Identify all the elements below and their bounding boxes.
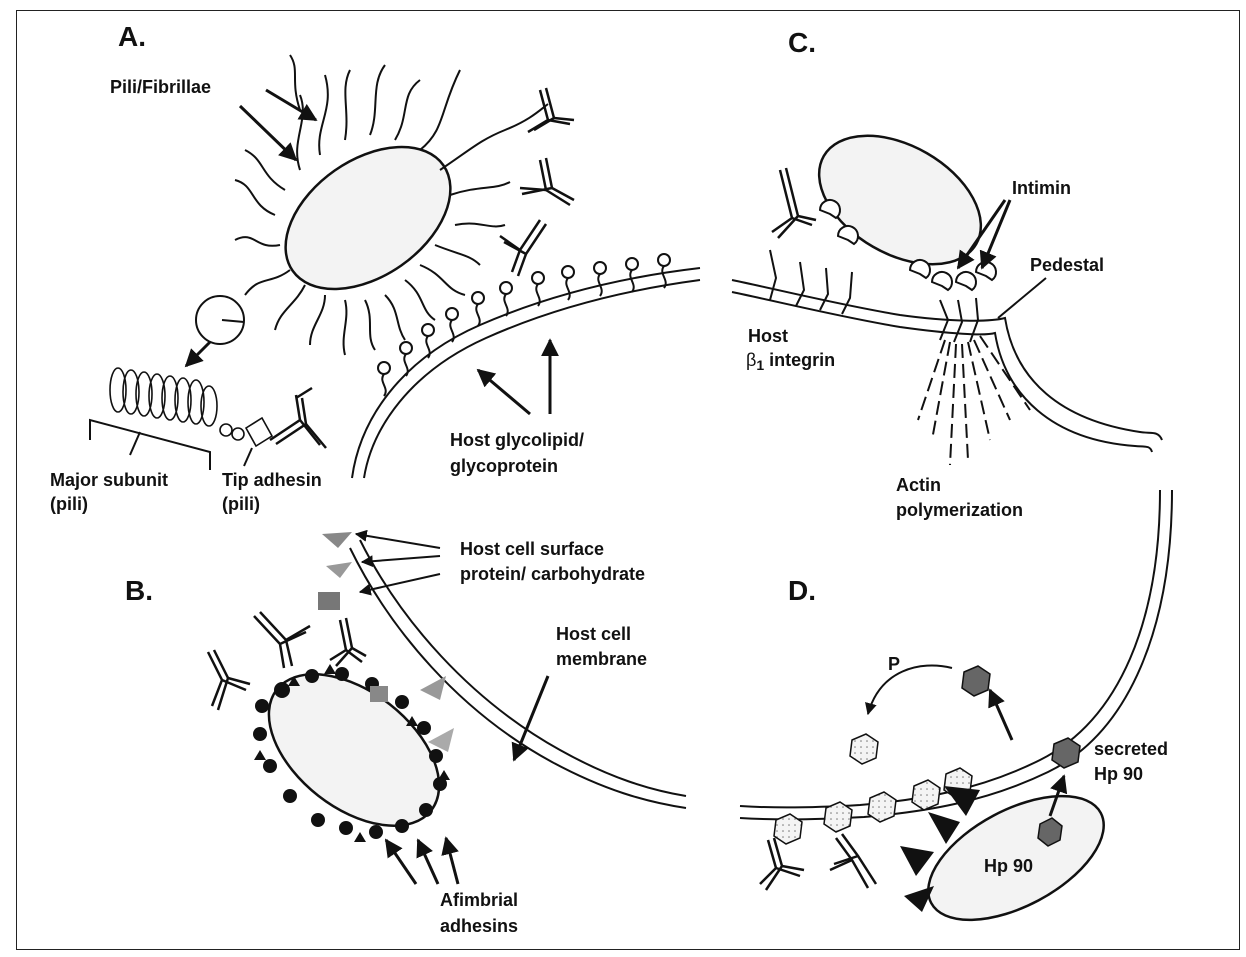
label-actin-2: polymerization (896, 500, 1023, 520)
arrow-afimbrial-1 (386, 840, 416, 884)
panel-c: Intimin Pedestal Host β1 integrin Actin … (746, 109, 1104, 520)
arrow-surface-1 (356, 534, 440, 548)
major-subunit-coil (110, 368, 272, 446)
host-glycolipids (378, 254, 670, 396)
label-hp90: Hp 90 (984, 856, 1033, 876)
label-pili-fibrillae: Pili/Fibrillae (110, 77, 211, 97)
panel-label-d: D. (788, 575, 816, 606)
arrow-surface-2 (362, 556, 440, 562)
label-afimbrial-2: adhesins (440, 916, 518, 936)
label-tip-adhesin-2: (pili) (222, 494, 260, 514)
arrow-pili-1 (266, 90, 316, 120)
panel-label-b: B. (125, 575, 153, 606)
label-host-surface-1: Host cell surface (460, 539, 604, 559)
label-host-glyco-2: glycoprotein (450, 456, 558, 476)
label-afimbrial-1: Afimbrial (440, 890, 518, 910)
label-host-glyco-1: Host glycolipid/ (450, 430, 584, 450)
label-host-surface-2: protein/ carbohydrate (460, 564, 645, 584)
actin-filaments (918, 336, 1030, 465)
integrin-antibody-c (772, 168, 816, 238)
label-pedestal: Pedestal (1030, 255, 1104, 275)
panel-label-a: A. (118, 21, 146, 52)
arrow-afimbrial-3 (446, 838, 458, 884)
arrow-phosphorylation (868, 665, 952, 714)
label-tip-adhesin-1: Tip adhesin (222, 470, 322, 490)
label-major-subunit-1: Major subunit (50, 470, 168, 490)
panel-label-c: C. (788, 27, 816, 58)
label-host-membrane-2: membrane (556, 649, 647, 669)
bacterium-cell-a (259, 118, 476, 319)
hp90-phosphorylated (850, 734, 878, 764)
host-receptors-a (500, 88, 574, 276)
label-major-subunit-2: (pili) (50, 494, 88, 514)
label-secreted-1: secreted (1094, 739, 1168, 759)
arrow-secretion-up (990, 690, 1012, 740)
panel-d: P secreted Hp 90 Hp 90 (760, 654, 1168, 945)
hp90-secreted-top (962, 666, 990, 696)
label-host-integrin-2: β1 integrin (746, 350, 835, 373)
label-host-integrin-1: Host (748, 326, 788, 346)
host-receptors-d (760, 834, 876, 890)
arrow-afimbrial-2 (418, 840, 438, 884)
arrow-to-major-subunit (186, 342, 210, 366)
major-subunit-bracket (90, 420, 210, 470)
pointer-pedestal (998, 278, 1046, 318)
arrow-host-membrane (514, 676, 548, 760)
label-secreted-2: Hp 90 (1094, 764, 1143, 784)
panel-b: Host cell surface protein/ carbohydrate … (208, 532, 647, 936)
arrow-surface-3 (360, 574, 440, 592)
label-intimin: Intimin (1012, 178, 1071, 198)
label-host-membrane-1: Host cell (556, 624, 631, 644)
label-actin-1: Actin (896, 475, 941, 495)
hp90-secreted (1052, 738, 1080, 768)
label-p: P (888, 654, 900, 674)
arrow-intimin-2 (982, 200, 1010, 268)
host-receptor-a-tip (270, 388, 326, 448)
arrow-glycolipid-1 (478, 370, 530, 414)
pilus-detail-circle (196, 296, 244, 344)
